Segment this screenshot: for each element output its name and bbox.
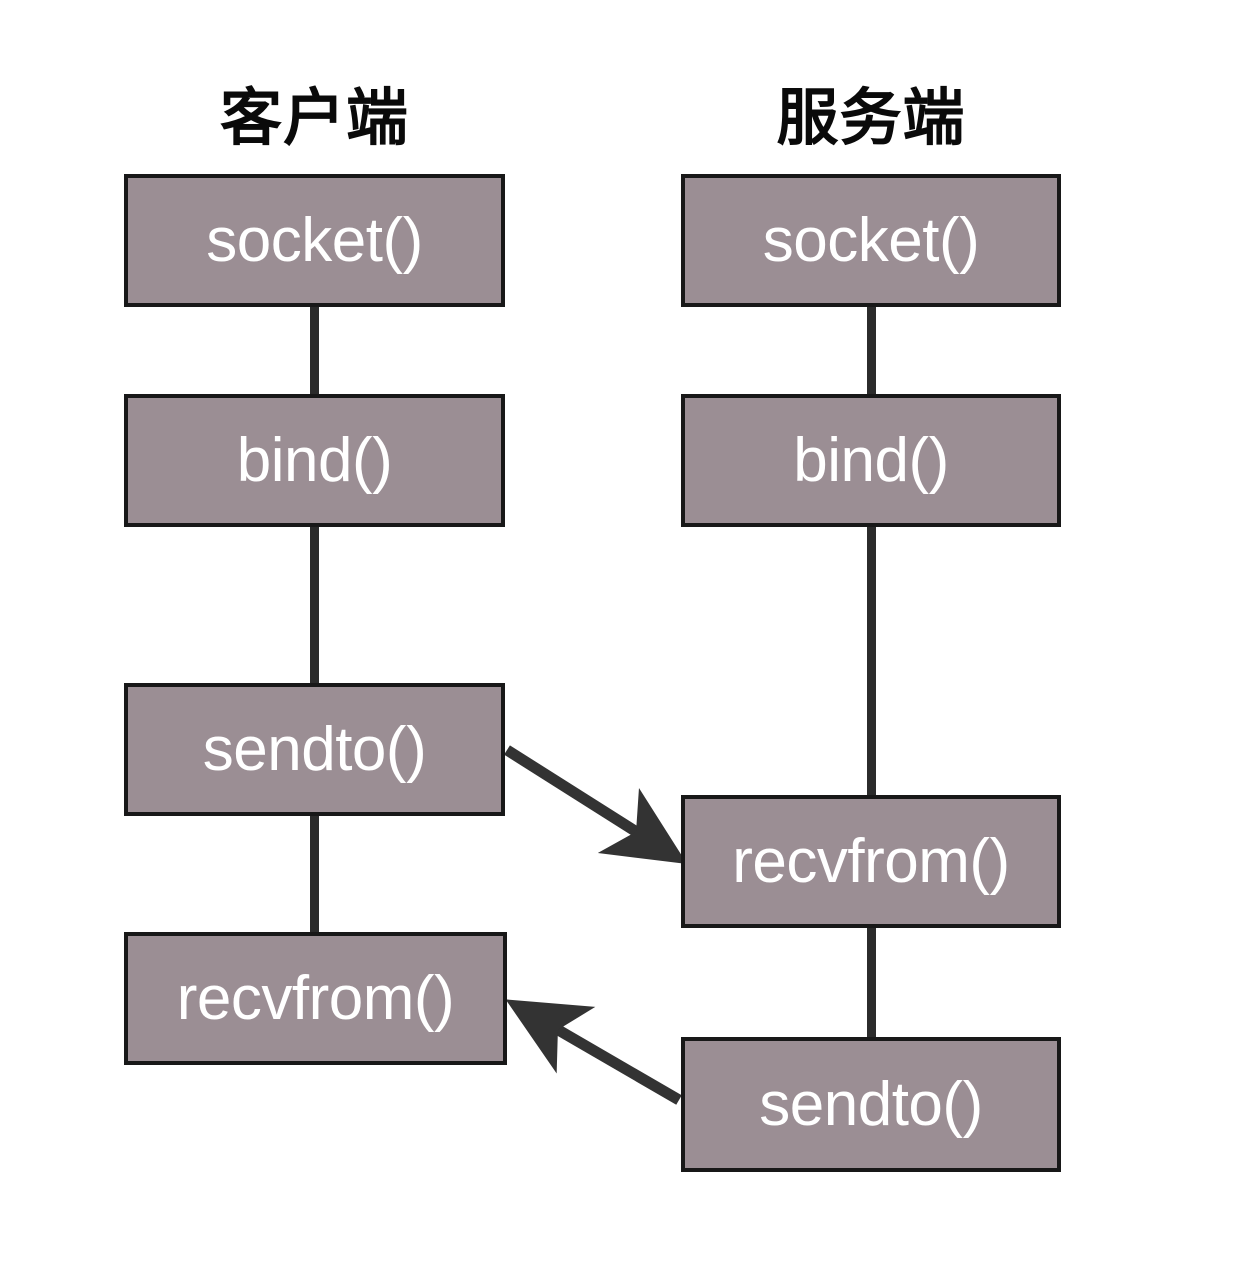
connector-client-socket-bind <box>310 303 319 398</box>
node-server-socket-label: socket() <box>762 205 980 275</box>
server-column-title: 服务端 <box>776 84 966 153</box>
node-client-socket-label: socket() <box>206 205 423 275</box>
arrow-server-sendto-to-client-recvfrom <box>505 999 682 1105</box>
connector-server-bind-recvfrom <box>867 523 876 799</box>
node-server-bind-label: bind() <box>793 425 949 495</box>
arrow-client-sendto-to-server-recvfrom <box>504 745 688 865</box>
node-server-bind[interactable]: bind() <box>681 394 1061 527</box>
node-server-sendto[interactable]: sendto() <box>681 1037 1061 1172</box>
node-client-sendto-label: sendto() <box>202 714 427 784</box>
connector-client-bind-sendto <box>310 523 319 687</box>
node-client-socket[interactable]: socket() <box>124 174 505 307</box>
node-client-sendto[interactable]: sendto() <box>124 683 505 816</box>
node-client-bind[interactable]: bind() <box>124 394 505 527</box>
node-server-recvfrom[interactable]: recvfrom() <box>681 795 1061 928</box>
connector-server-socket-bind <box>867 303 876 398</box>
node-server-socket[interactable]: socket() <box>681 174 1061 307</box>
node-server-sendto-label: sendto() <box>759 1069 983 1139</box>
node-client-recvfrom[interactable]: recvfrom() <box>124 932 507 1065</box>
node-client-recvfrom-label: recvfrom() <box>176 963 455 1033</box>
connector-server-recvfrom-sendto <box>867 924 876 1041</box>
client-column-title: 客户端 <box>219 84 409 153</box>
connector-client-sendto-recvfrom <box>310 812 319 936</box>
node-server-recvfrom-label: recvfrom() <box>732 826 1010 896</box>
node-client-bind-label: bind() <box>236 425 393 495</box>
